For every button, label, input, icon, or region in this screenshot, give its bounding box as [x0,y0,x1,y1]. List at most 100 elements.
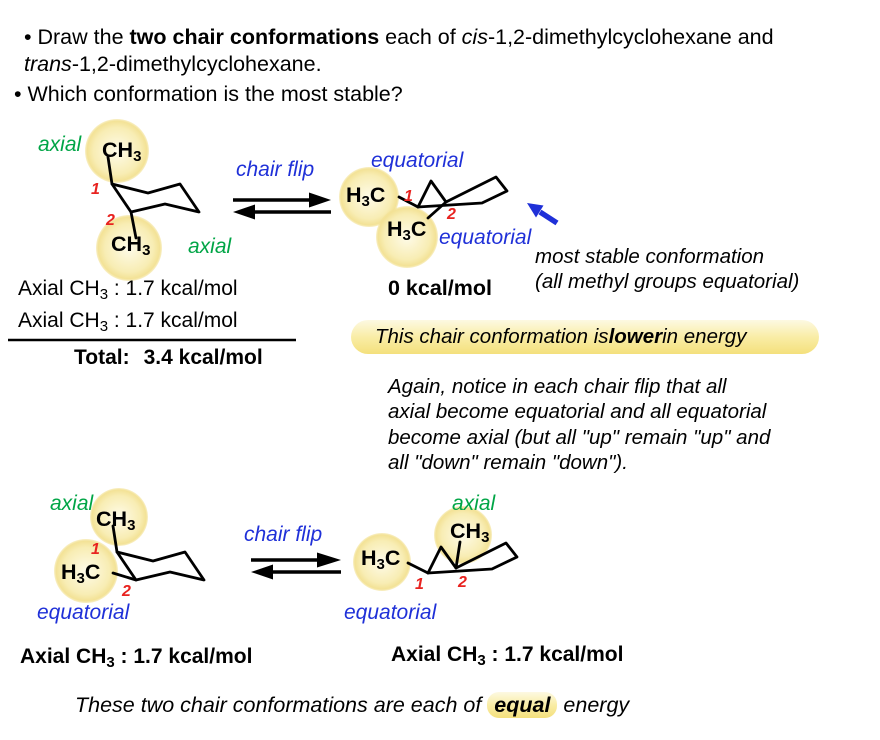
energy-sub: 3 [477,652,486,669]
energy-sub: 3 [99,318,109,335]
highlight-mol4-h3c-left [353,533,411,591]
instruction-bullet-2: • Which conformation is the most stable? [14,82,403,106]
bullet1-mid: each of [379,25,462,49]
h3c-h: H [361,546,377,570]
energy-pre: Axial CH [18,309,100,332]
h3c-c: C [410,217,427,241]
mol4-h3c-left: H3C [361,546,401,573]
mol3-axial-label: axial [50,492,94,515]
highlight-mol1-ch3-top [85,119,149,183]
mol2-h3c-left: H3C [346,183,386,210]
energy-sub: 3 [99,286,109,303]
chair-flip-note: Again, notice in each chair flip that al… [388,374,770,475]
mol4-c2-number: 2 [458,574,467,591]
energy-pre: Axial CH [18,277,100,300]
footer-equal-word: equal [487,692,558,718]
bullet1-after-cis: -1,2-dimethylcyclohexane and [487,25,774,49]
bullet1-bold: two chair conformations [129,25,380,49]
bullet1-after-trans: -1,2-dimethylcyclohexane. [71,52,322,76]
highlight-mol3-h3c-left [54,539,118,603]
bullet1-prefix: • Draw the [24,25,130,49]
mol3-h3c-left: H3C [61,560,101,587]
pill-post: in energy [662,325,747,348]
instruction-line-1: • Draw the two chair conformations each … [24,24,774,51]
h3c-sub: 3 [402,227,411,244]
mol1-axial-label-top: axial [38,133,82,156]
mol4-equatorial-label: equatorial [344,601,437,624]
note-line-3: become axial (but all "up" remain "up" a… [388,425,771,449]
ch3-main: CH [96,507,128,531]
instruction-bullet-1: • Draw the two chair conformations each … [24,24,774,78]
ch3-sub: 3 [142,242,151,259]
mol4-axial-label: axial [452,492,496,515]
ch3-sub: 3 [127,517,136,534]
mol2-c1-number: 1 [404,188,413,205]
energy-post: : 1.7 kcal/mol [108,309,238,332]
instruction-line-2: trans-1,2-dimethylcyclohexane. [24,51,774,78]
note-line-2: axial become equatorial and all equatori… [388,400,767,424]
energy-axial-bottom-right: Axial CH3 : 1.7 kcal/mol [391,643,624,669]
equilibrium-arrows-2-icon [251,552,341,580]
equilibrium-arrows-1-icon [233,192,331,220]
mol4-ch3-top: CH3 [450,519,490,546]
pill-bold-word: lower [608,325,663,348]
pill-pre: This chair conformation is [375,325,609,348]
mol3-ch3-top: CH3 [96,507,136,534]
energy-pre: Axial CH [20,645,107,668]
bullet1-trans: trans [24,52,72,76]
energy-post: : 1.7 kcal/mol [108,277,238,300]
ch3-main: CH [450,519,482,543]
most-stable-line-2: (all methyl groups equatorial) [535,269,800,293]
mol1-c2-number: 2 [106,212,115,229]
energy-total: Total: 3.4 kcal/mol [74,346,263,370]
mol2-h3c-bottom: H3C [387,217,427,244]
energy-post: : 1.7 kcal/mol [485,643,624,666]
footer-post: energy [557,693,630,717]
energy-sub: 3 [106,654,115,671]
mol1-ch3-top: CH3 [102,138,142,165]
bullet1-cis: cis [461,25,488,49]
mol2-equatorial-label-bottom: equatorial [439,226,532,249]
ch3-sub: 3 [481,529,490,546]
energy-post: : 1.7 kcal/mol [114,645,253,668]
h3c-sub: 3 [376,556,385,573]
note-line-1: Again, notice in each chair flip that al… [388,375,727,398]
most-stable-annotation: most stable conformation (all methyl gro… [535,245,799,294]
energy-axial-line-1: Axial CH3 : 1.7 kcal/mol [18,277,238,303]
energy-axial-line-2: Axial CH3 : 1.7 kcal/mol [18,309,238,335]
mol3-c1-number: 1 [91,541,100,558]
zero-energy-value: 0 kcal/mol [388,276,492,300]
h3c-sub: 3 [76,570,85,587]
mol1-c1-number: 1 [91,181,100,198]
h3c-c: C [384,546,401,570]
highlight-mol3-ch3-top [90,488,148,546]
mol1-ch3-bottom: CH3 [111,232,151,259]
total-label: Total: [74,346,130,369]
h3c-h: H [346,183,362,207]
h3c-c: C [84,560,101,584]
most-stable-line-1: most stable conformation [535,245,765,268]
total-value: 3.4 kcal/mol [143,346,263,369]
lower-energy-callout: This chair conformation is lower in ener… [351,320,819,354]
highlight-mol1-ch3-bottom [96,215,162,281]
mol4-c1-number: 1 [415,576,424,593]
mol3-equatorial-label: equatorial [37,601,130,624]
chair-flip-label-2: chair flip [244,523,323,546]
energy-pre: Axial CH [391,643,478,666]
chair-flip-label-1: chair flip [236,158,315,181]
h3c-h: H [61,560,77,584]
h3c-h: H [387,217,403,241]
note-line-4: all "down" remain "down"). [388,450,628,474]
ch3-sub: 3 [133,148,142,165]
h3c-sub: 3 [361,193,370,210]
h3c-c: C [369,183,386,207]
mol2-equatorial-label-top: equatorial [371,149,464,172]
energy-axial-bottom-left: Axial CH3 : 1.7 kcal/mol [20,645,253,671]
ch3-main: CH [102,138,134,162]
most-stable-arrow-icon [527,203,559,226]
equal-energy-sentence: These two chair conformations are each o… [75,692,630,718]
mol1-axial-label-bottom: axial [188,235,232,258]
footer-pre: These two chair conformations are each o… [75,693,488,717]
